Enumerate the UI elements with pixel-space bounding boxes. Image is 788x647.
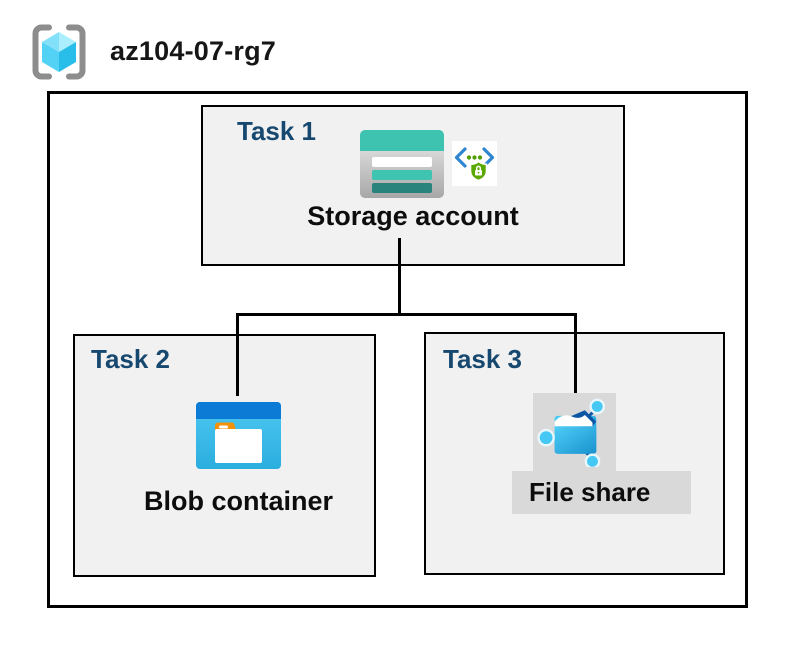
shared-access-signature-icon [452,141,497,186]
task3-label: Task 3 [443,344,523,374]
file-share-label-band: File share [512,471,691,514]
task2-label: Task 2 [91,344,171,374]
blob-container-label: Blob container [143,486,333,516]
connector-storage-stem [398,238,401,316]
storage-account-icon [360,130,444,198]
blob-container-icon [196,402,281,469]
resource-group-icon [32,24,86,80]
task1-box: Task 1 [201,105,625,266]
task1-label: Task 1 [237,116,317,146]
connector-branch [236,313,577,316]
connector-to-file-share [574,313,577,393]
file-share-label: File share [529,477,651,507]
resource-group-name: az104-07-rg7 [110,36,276,66]
task3-box: Task 3 [424,332,725,575]
storage-account-label: Storage account [307,201,519,231]
task2-box: Task 2 Blob container [73,334,376,577]
connector-to-blob-container [236,313,239,396]
resource-group-boundary: Task 1 [47,91,748,608]
file-share-icon [537,398,606,467]
file-share-icon-highlight [533,393,616,471]
